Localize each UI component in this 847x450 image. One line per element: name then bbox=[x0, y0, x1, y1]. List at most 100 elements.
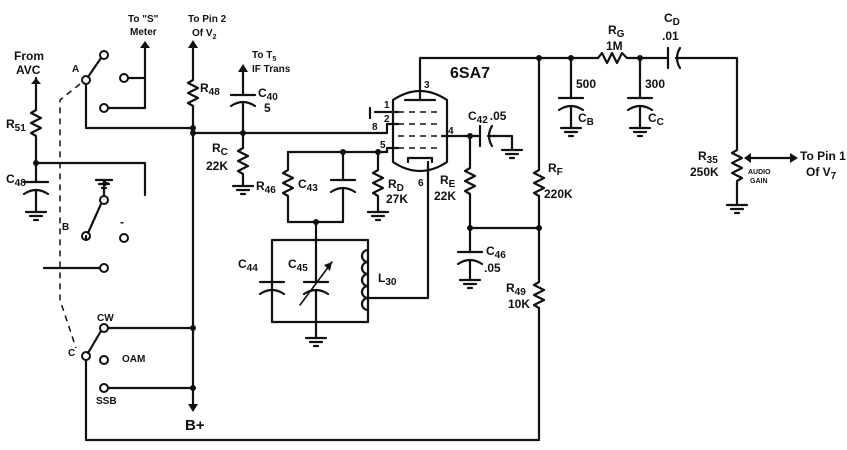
to-pin1-arrowhead bbox=[790, 153, 798, 163]
r35-wiper-arrowhead bbox=[744, 153, 751, 163]
b-plus-arrowhead bbox=[188, 404, 198, 412]
rc-body bbox=[236, 131, 250, 188]
r46-label: R46 bbox=[256, 179, 276, 196]
switch-c-contact-ssb bbox=[99, 383, 109, 393]
plate-output: RF 220K R49 10K 500 CB RG 1M 300 CC bbox=[418, 11, 846, 314]
tube-envelope bbox=[391, 89, 449, 173]
switch-b: B + - bbox=[42, 176, 129, 273]
switch-a-contact-bottom bbox=[99, 103, 109, 113]
switch-c-contact-oam bbox=[99, 355, 109, 365]
ground-symbol bbox=[725, 203, 749, 215]
to-t5-label-2: IF Trans bbox=[252, 64, 291, 75]
pin5-lead bbox=[385, 146, 400, 154]
pin-6-label: 6 bbox=[418, 178, 424, 189]
r35-label: R35 bbox=[698, 149, 718, 166]
l30-tap-to-cathode bbox=[366, 183, 430, 300]
switch-c-ssb-label: SSB bbox=[96, 396, 117, 407]
switch-a-blade bbox=[86, 56, 103, 79]
c42-label: C42.05 bbox=[468, 109, 507, 126]
rf-resistor bbox=[532, 56, 546, 230]
to-pin2-label-1: To Pin 2 bbox=[188, 14, 227, 25]
ground-symbol bbox=[559, 126, 583, 138]
switch-b-blade bbox=[86, 202, 103, 235]
ground-symbol bbox=[304, 336, 328, 348]
rg-value: 1M bbox=[606, 39, 623, 53]
switch-c-label: C bbox=[68, 348, 75, 359]
switch-a: A To "S" Meter bbox=[72, 14, 196, 131]
r51-label: R51 bbox=[6, 117, 26, 134]
tank-frame bbox=[270, 220, 370, 324]
c45-variable-arrow bbox=[299, 261, 333, 306]
cd-label: CD bbox=[664, 11, 680, 28]
r46-resistor bbox=[281, 150, 345, 224]
r48-resistor-and-bus bbox=[186, 46, 200, 408]
from-avc-label-1: From bbox=[14, 49, 44, 63]
ground-symbol bbox=[458, 278, 482, 290]
rc-value: 22K bbox=[206, 159, 228, 173]
switch-b-label: B bbox=[62, 222, 69, 233]
pin-4-label: 4 bbox=[448, 126, 454, 137]
r49-label: R49 bbox=[506, 281, 526, 298]
re-value: 22K bbox=[434, 189, 456, 203]
rf-value: 220K bbox=[544, 187, 573, 201]
switch-b-minus: - bbox=[120, 215, 124, 229]
l30-label: L30 bbox=[378, 271, 397, 288]
ground-symbol bbox=[500, 148, 524, 160]
audio-gain-label-1: AUDIO bbox=[748, 169, 771, 176]
tank-circuit: C44 C45 L30 bbox=[238, 183, 430, 348]
c40-capacitor: To T5 IF Trans C40 5 bbox=[229, 50, 291, 135]
cb-value: 500 bbox=[576, 77, 596, 91]
pin-3-label: 3 bbox=[424, 80, 430, 91]
c48-label: C48 bbox=[6, 172, 26, 189]
c42-ground-lead bbox=[486, 134, 514, 152]
avc-input-group: From AVC R51 C48 bbox=[6, 49, 147, 222]
switch-c: CW C OAM SSB bbox=[68, 310, 541, 442]
c43-label: C43 bbox=[298, 177, 318, 194]
l30-coil bbox=[360, 248, 370, 312]
cd-to-r35-wire bbox=[674, 56, 739, 152]
s-meter-contact bbox=[119, 73, 129, 83]
c45-label: C45 bbox=[288, 257, 308, 274]
to-s-meter-label-2: Meter bbox=[130, 27, 157, 38]
c42-re-network: C42.05 RE 22K C46 .05 bbox=[434, 109, 542, 290]
to-s-meter-label-1: To "S" bbox=[128, 14, 159, 25]
to-pin1-label-2: Of V7 bbox=[806, 165, 837, 182]
switch-c-oam-label: OAM bbox=[122, 354, 145, 365]
r51-resistor bbox=[29, 82, 43, 165]
s-meter-arrowhead bbox=[140, 41, 150, 48]
c40-label: C40 bbox=[258, 86, 278, 103]
rc-resistor: RC 22K bbox=[206, 131, 255, 196]
b-plus-bus: To Pin 2 Of V2 R48 B+ bbox=[185, 14, 389, 434]
tube-6sa7: 6SA7 3 1 2 8 5 4 6 bbox=[368, 65, 490, 189]
b-plus-label: B+ bbox=[185, 417, 205, 434]
switch-c-cw-label: CW bbox=[97, 313, 114, 324]
to-pin2-label-2: Of V2 bbox=[192, 28, 217, 41]
tube-cathode bbox=[406, 156, 434, 164]
ground-symbol bbox=[24, 210, 48, 222]
switch-gang-link bbox=[59, 83, 81, 349]
c40-value: 5 bbox=[264, 101, 271, 115]
cd-value: .01 bbox=[662, 29, 679, 43]
ground-symbol bbox=[94, 178, 114, 190]
rd-resistor bbox=[371, 150, 385, 214]
pin8-lead bbox=[385, 122, 400, 135]
avc-arrowhead bbox=[31, 78, 41, 84]
r35-potentiometer bbox=[730, 148, 744, 207]
switch-a-common-wire bbox=[84, 82, 195, 130]
ground-symbol bbox=[366, 210, 390, 222]
tube-name: 6SA7 bbox=[450, 65, 490, 82]
rg-label: RG bbox=[608, 23, 625, 40]
grid-network: R46 C43 RD 27K bbox=[256, 149, 408, 225]
c45-variable-arrowhead bbox=[324, 262, 332, 271]
switch-a-contact-top bbox=[99, 50, 109, 60]
to-pin1-label-1: To Pin 1 bbox=[800, 149, 846, 163]
cc-label: CC bbox=[648, 111, 664, 128]
r48-label: R48 bbox=[200, 81, 220, 98]
rf-label: RF bbox=[548, 161, 563, 178]
switch-a-label: A bbox=[72, 64, 79, 75]
pin-2-label: 2 bbox=[384, 114, 390, 125]
switch-b-contact-minus bbox=[119, 233, 129, 243]
c46-label: C46 bbox=[486, 244, 506, 261]
bottom-return-wire bbox=[84, 310, 541, 442]
